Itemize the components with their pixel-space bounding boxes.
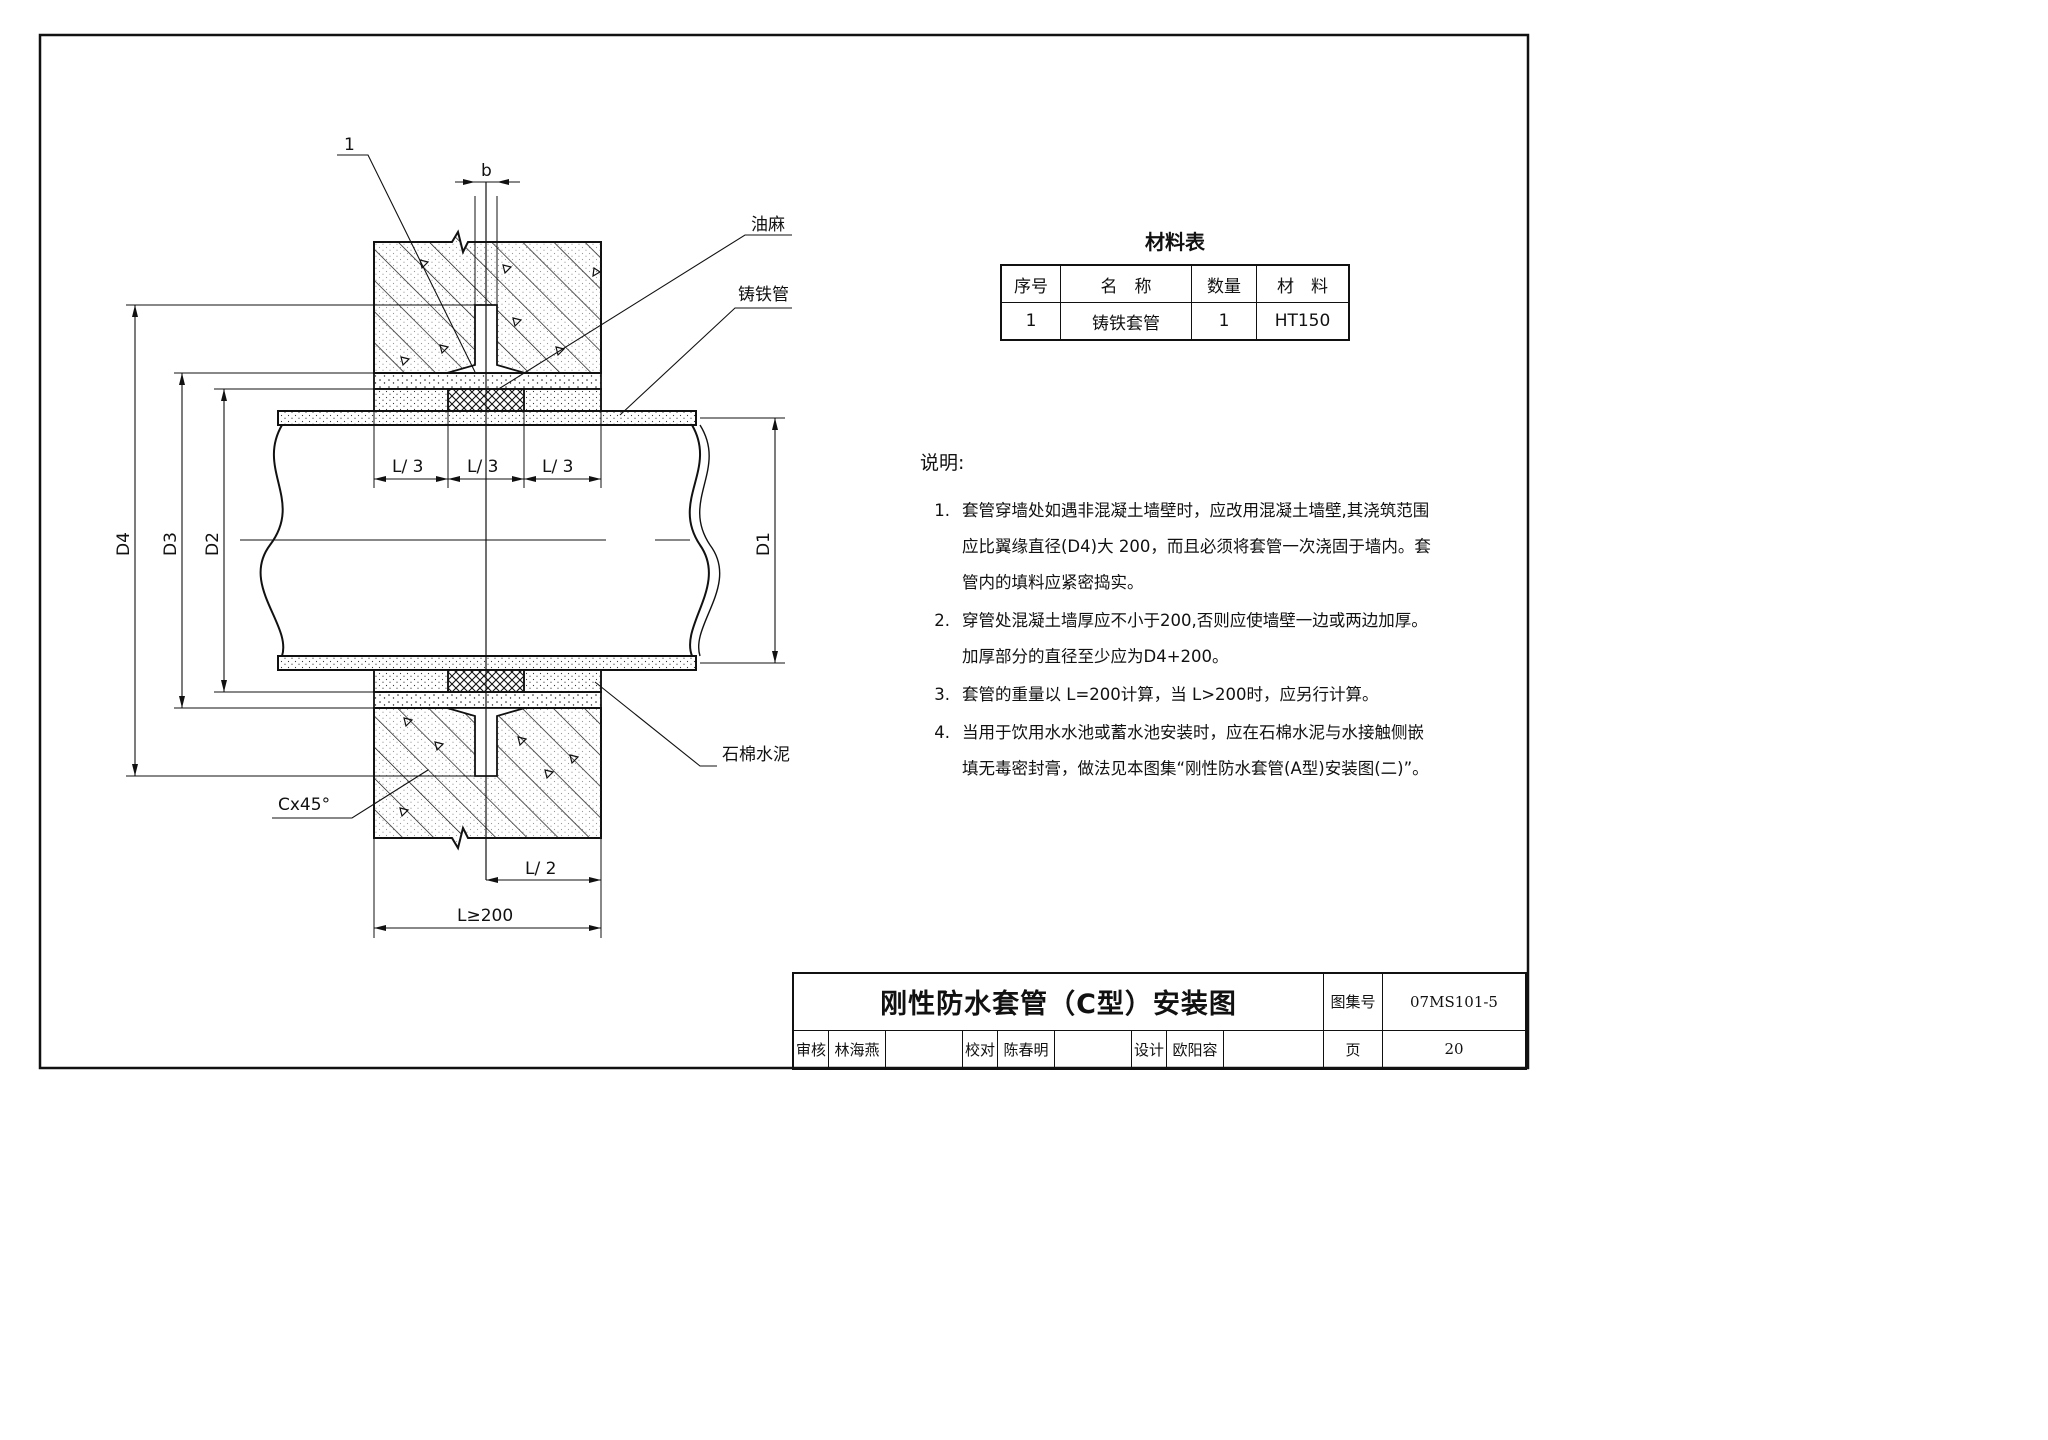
dim-d4: D4 <box>114 532 134 556</box>
dim-d2: D2 <box>203 532 223 556</box>
dim-d3: D3 <box>161 532 181 556</box>
note-text: 套管的重量以 L=200计算，当 L>200时，应另行计算。 <box>962 685 1379 704</box>
label-chamfer: Cx45° <box>278 795 330 815</box>
sleeve-lower <box>373 691 602 709</box>
atlas-label: 图集号 <box>1323 972 1383 1031</box>
cell-no: 1 <box>1000 302 1061 341</box>
designer-signature <box>1223 1029 1324 1070</box>
notes-heading: 说明: <box>920 452 965 474</box>
dim-d1: D1 <box>754 532 774 556</box>
designer-name: 欧阳容 <box>1166 1029 1224 1070</box>
table-row: 1 铸铁套管 1 HT150 <box>1000 302 1350 341</box>
installation-drawing: 1 油麻 铸铁管 石棉水泥 Cx45° b D4 D3 D2 D1 L/ 3 L… <box>38 33 1530 1070</box>
note-item: 4. 当用于饮用水水池或蓄水池安装时，应在石棉水泥与水接触侧嵌填无毒密封膏，做法见… <box>920 715 1440 787</box>
design-label: 设计 <box>1131 1029 1167 1070</box>
note-number: 4. <box>934 723 950 742</box>
wall-upper <box>373 229 602 374</box>
note-text: 当用于饮用水水池或蓄水池安装时，应在石棉水泥与水接触侧嵌填无毒密封膏，做法见本图… <box>962 723 1429 778</box>
leader-oakum <box>496 234 792 391</box>
leader-asbestos-cement <box>594 681 717 767</box>
checker-name: 陈春明 <box>997 1029 1055 1070</box>
material-table: 材料表 序号 名 称 数量 材 料 1 铸铁套管 1 HT150 <box>1000 226 1350 341</box>
dim-l-total: L≥200 <box>457 906 513 926</box>
drawing-sheet: 1 油麻 铸铁管 石棉水泥 Cx45° b D4 D3 D2 D1 L/ 3 L… <box>38 33 1530 1070</box>
cell-qty: 1 <box>1191 302 1257 341</box>
cell-name: 铸铁套管 <box>1060 302 1192 341</box>
dim-l3-mid: L/ 3 <box>467 457 498 477</box>
note-number: 3. <box>934 685 950 704</box>
note-text: 套管穿墙处如遇非混凝土墙壁时，应改用混凝土墙壁,其浇筑范围应比翼缘直径(D4)大… <box>962 501 1431 592</box>
leader-chamfer <box>272 769 429 819</box>
note-number: 2. <box>934 611 950 630</box>
note-number: 1. <box>934 501 950 520</box>
label-asbestos-cement: 石棉水泥 <box>722 745 790 765</box>
atlas-number: 07MS101-5 <box>1382 972 1527 1031</box>
note-item: 1. 套管穿墙处如遇非混凝土墙壁时，应改用混凝土墙壁,其浇筑范围应比翼缘直径(D4… <box>920 493 1440 601</box>
review-label: 审核 <box>792 1029 829 1070</box>
material-table-header: 序号 名 称 数量 材 料 <box>1000 264 1350 303</box>
label-part-1: 1 <box>344 135 355 155</box>
material-table-title: 材料表 <box>1145 230 1205 254</box>
note-item: 3. 套管的重量以 L=200计算，当 L>200时，应另行计算。 <box>920 677 1440 713</box>
cell-material: HT150 <box>1256 302 1350 341</box>
note-text: 穿管处混凝土墙厚应不小于200,否则应使墙壁一边或两边加厚。加厚部分的直径至少应… <box>962 611 1428 666</box>
leader-cast-iron-pipe <box>619 307 792 416</box>
page-number: 20 <box>1382 1029 1527 1070</box>
header-qty: 数量 <box>1191 264 1257 303</box>
check-label: 校对 <box>962 1029 998 1070</box>
reviewer-name: 林海燕 <box>828 1029 886 1070</box>
page-label: 页 <box>1323 1029 1383 1070</box>
dim-l3-right: L/ 3 <box>542 457 573 477</box>
dim-b: b <box>481 161 492 181</box>
sleeve-upper <box>373 372 602 390</box>
reviewer-signature <box>885 1029 963 1070</box>
dim-l3-left: L/ 3 <box>392 457 423 477</box>
drawing-title: 刚性防水套管（C型）安装图 <box>792 972 1324 1031</box>
notes: 说明: 1. 套管穿墙处如遇非混凝土墙壁时，应改用混凝土墙壁,其浇筑范围应比翼缘直… <box>920 448 1440 789</box>
dim-l2: L/ 2 <box>525 859 556 879</box>
header-no: 序号 <box>1000 264 1061 303</box>
header-name: 名 称 <box>1060 264 1192 303</box>
header-material: 材 料 <box>1256 264 1350 303</box>
sheet-border <box>38 33 1530 1070</box>
wall-lower <box>373 707 602 851</box>
label-oakum: 油麻 <box>751 215 785 235</box>
title-block: 刚性防水套管（C型）安装图 图集号 07MS101-5 审核 林海燕 校对 陈春… <box>792 972 1527 1070</box>
note-item: 2. 穿管处混凝土墙厚应不小于200,否则应使墙壁一边或两边加厚。加厚部分的直径至… <box>920 603 1440 675</box>
label-cast-iron-pipe: 铸铁管 <box>738 285 789 305</box>
leader-part-1 <box>337 154 476 373</box>
checker-signature <box>1054 1029 1132 1070</box>
